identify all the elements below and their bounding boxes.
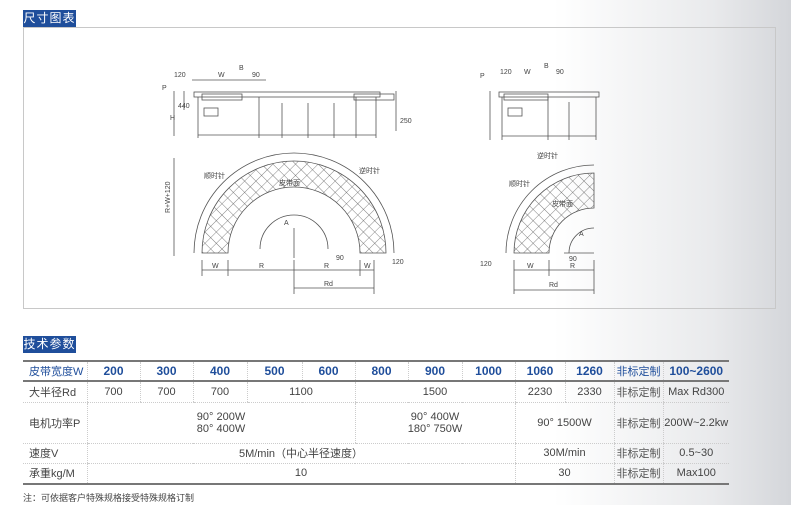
header-cell: 1060 — [514, 361, 565, 382]
table-header-row: 皮带宽度W 200 300 400 500 600 800 900 1000 1… — [23, 361, 729, 382]
svg-text:Rd: Rd — [324, 281, 333, 288]
spec-table: 皮带宽度W 200 300 400 500 600 800 900 1000 1… — [23, 360, 729, 485]
svg-text:250: 250 — [400, 118, 412, 125]
cell: 2230 — [514, 381, 565, 403]
cell-line: 90° 400W — [410, 410, 460, 423]
header-cell: 200 — [86, 361, 140, 382]
svg-text:120: 120 — [480, 261, 492, 268]
svg-text:皮带面: 皮带面 — [552, 199, 573, 208]
cell: Max Rd300 — [662, 381, 729, 403]
row-label: 速度V — [23, 443, 87, 464]
cell: 0.5~30 — [662, 443, 729, 464]
row-label: 大半径Rd — [23, 381, 87, 403]
svg-text:逆时针: 逆时针 — [359, 166, 380, 175]
svg-text:Rd: Rd — [549, 282, 558, 289]
svg-text:W: W — [527, 263, 534, 270]
specs-section-title: 技术参数 — [23, 336, 76, 353]
svg-text:90: 90 — [569, 256, 577, 263]
svg-text:A: A — [284, 220, 289, 227]
cell: 5M/min（中心半径速度） — [86, 443, 515, 464]
header-cell: 100~2600 — [662, 361, 729, 382]
cell: Max100 — [662, 463, 729, 485]
svg-text:H: H — [170, 115, 175, 122]
cell: 700 — [139, 381, 193, 403]
cell: 非标定制 — [613, 402, 663, 444]
cell-line: 80° 400W — [196, 422, 246, 435]
svg-text:W: W — [218, 72, 225, 79]
svg-text:顺时针: 顺时针 — [509, 179, 530, 188]
cell: 1100 — [246, 381, 355, 403]
header-cell: 800 — [354, 361, 408, 382]
svg-text:120: 120 — [392, 259, 404, 266]
table-row: 承重kg/M 10 30 非标定制 Max100 — [23, 463, 729, 485]
svg-text:B: B — [239, 65, 244, 72]
svg-text:R: R — [259, 263, 264, 270]
table-row: 速度V 5M/min（中心半径速度） 30M/min 非标定制 0.5~30 — [23, 443, 729, 464]
svg-text:A: A — [579, 231, 584, 238]
header-cell: 400 — [192, 361, 247, 382]
header-label: 皮带宽度W — [23, 361, 87, 382]
right-side-view — [489, 91, 600, 140]
header-cell: 600 — [301, 361, 355, 382]
cell: 700 — [86, 381, 140, 403]
cell: 30 — [514, 463, 614, 485]
cell: 200W~2.2kw — [662, 402, 729, 444]
svg-text:W: W — [524, 69, 531, 76]
svg-text:皮带面: 皮带面 — [279, 178, 300, 187]
svg-text:90: 90 — [252, 72, 260, 79]
svg-text:120: 120 — [174, 72, 186, 79]
header-cell: 非标定制 — [613, 361, 663, 382]
header-cell: 300 — [139, 361, 193, 382]
row-label: 电机功率P — [23, 402, 87, 444]
cell-line: 180° 750W — [407, 422, 463, 435]
cell: 30M/min — [514, 443, 614, 464]
header-cell: 1000 — [461, 361, 515, 382]
dimension-drawing-panel: P 120 W B 90 H 440 250 R+W+120 顺时针 逆时针 皮… — [23, 27, 776, 309]
cell: 非标定制 — [613, 463, 663, 485]
table-row: 大半径Rd 700 700 700 1100 1500 2230 2330 非标… — [23, 381, 729, 403]
header-cell: 900 — [407, 361, 462, 382]
cell: 10 — [86, 463, 515, 485]
dimension-labels: P 120 W B 90 H 440 250 R+W+120 顺时针 逆时针 皮… — [162, 63, 584, 289]
svg-text:90: 90 — [556, 69, 564, 76]
svg-text:90: 90 — [336, 255, 344, 262]
svg-text:逆时针: 逆时针 — [537, 151, 558, 160]
svg-text:P: P — [162, 85, 167, 92]
cell: 700 — [192, 381, 247, 403]
svg-text:120: 120 — [500, 69, 512, 76]
svg-text:B: B — [544, 63, 549, 70]
semicircle-top-view — [173, 152, 395, 294]
left-side-view — [173, 79, 397, 138]
cell: 非标定制 — [613, 443, 663, 464]
svg-text:W: W — [212, 263, 219, 270]
row-label: 承重kg/M — [23, 463, 87, 485]
svg-text:440: 440 — [178, 103, 190, 110]
cell: 非标定制 — [613, 381, 663, 403]
svg-text:顺时针: 顺时针 — [204, 171, 225, 180]
dimensions-section-title: 尺寸图表 — [23, 10, 76, 27]
dimension-drawing: P 120 W B 90 H 440 250 R+W+120 顺时针 逆时针 皮… — [162, 63, 600, 294]
header-cell: 1260 — [564, 361, 614, 382]
cell: 2330 — [564, 381, 614, 403]
cell: 90° 1500W — [514, 402, 614, 444]
svg-text:W: W — [364, 263, 371, 270]
svg-text:R+W+120: R+W+120 — [165, 181, 172, 213]
svg-text:P: P — [480, 73, 485, 80]
cell: 1500 — [354, 381, 515, 403]
footnote: 注：可依据客户特殊规格接受特殊规格订制 — [23, 493, 195, 503]
svg-text:R: R — [570, 263, 575, 270]
header-cell: 500 — [246, 361, 302, 382]
quarter-circle-top-view — [505, 164, 595, 294]
cell-line: 90° 200W — [196, 410, 246, 423]
svg-text:R: R — [324, 263, 329, 270]
